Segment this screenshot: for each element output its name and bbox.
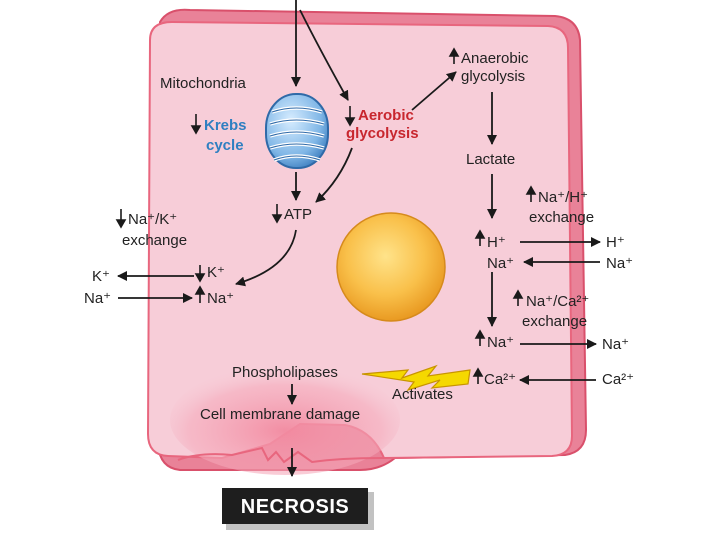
h-inside-label: H⁺ — [487, 234, 506, 251]
na-k-exchange-line1: Na⁺/K⁺ — [128, 211, 177, 228]
anaerobic-label-line2: glycolysis — [461, 68, 525, 85]
na-external-label: Na⁺ — [606, 255, 633, 272]
necrosis-label: NECROSIS — [241, 496, 349, 518]
k-inside-label: K⁺ — [207, 264, 225, 281]
necrosis-box: NECROSIS — [222, 488, 374, 530]
phospholipases-label: Phospholipases — [232, 364, 338, 381]
na-h-exchange-line2: exchange — [529, 209, 594, 226]
nucleus — [337, 213, 445, 321]
na-inside-label: Na⁺ — [207, 290, 234, 307]
k-outside-label: K⁺ — [92, 268, 110, 285]
mitochondria-label: Mitochondria — [160, 75, 247, 92]
na-ca-exchange-line1: Na⁺/Ca²⁺ — [526, 293, 589, 310]
na-low-external-label: Na⁺ — [602, 336, 629, 353]
down-arrow-na-k-icon — [117, 209, 125, 227]
ca-outside-label: Ca²⁺ — [602, 371, 634, 388]
aerobic-label-line2: glycolysis — [346, 125, 419, 142]
lactate-label: Lactate — [466, 151, 515, 168]
membrane-damage-label: Cell membrane damage — [200, 406, 360, 423]
na-low-label: Na⁺ — [487, 334, 514, 351]
aerobic-label-line1: Aerobic — [358, 107, 414, 124]
ca-inside-label: Ca²⁺ — [484, 371, 516, 388]
h-outside-label: H⁺ — [606, 234, 625, 251]
krebs-label-line2: cycle — [206, 137, 244, 154]
na-ca-exchange-line2: exchange — [522, 313, 587, 330]
na-mid-label: Na⁺ — [487, 255, 514, 272]
krebs-label-line1: Krebs — [204, 117, 247, 134]
na-h-exchange-line1: Na⁺/H⁺ — [538, 189, 588, 206]
na-outside-label: Na⁺ — [84, 290, 111, 307]
anaerobic-label-line1: Anaerobic — [461, 50, 529, 67]
na-k-exchange-line2: exchange — [122, 232, 187, 249]
atp-label: ATP — [284, 206, 312, 223]
mitochondrion-icon — [266, 94, 328, 168]
activates-label: Activates — [392, 386, 453, 403]
